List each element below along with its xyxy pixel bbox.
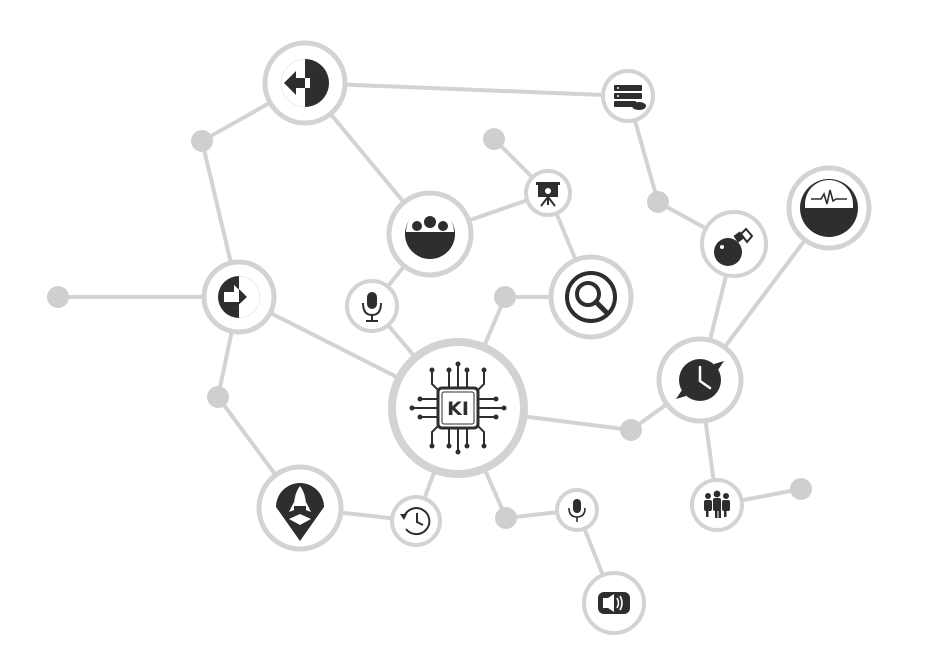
team-node [386,190,474,278]
rocket-icon [276,483,324,541]
search-icon [565,271,617,323]
gauge-node [786,165,872,251]
gauge-icon [800,179,858,237]
history-icon [400,507,431,536]
clock-node [656,336,744,424]
junction-dot [647,191,669,213]
junction-dots [47,128,812,529]
junction-dot [191,130,213,152]
junction-dot [47,286,69,308]
team-icon [405,208,455,259]
ki-hub-node: KI [388,338,528,478]
search-node [548,254,634,340]
junction-dot [620,419,642,441]
speaker-icon [598,592,630,614]
hub-label: KI [447,398,469,420]
small-microphone-icon [568,499,586,522]
junction-dot [483,128,505,150]
people-group-node [690,478,744,532]
bomb-node [700,210,768,278]
junction-dot [494,286,516,308]
arrow-left-node [262,40,348,126]
brain-chip-icon [409,361,507,455]
rocket-node [256,464,344,552]
history-node [390,495,442,547]
small-microphone-node [555,488,599,532]
speaker-node [582,571,646,635]
junction-dot [495,507,517,529]
bomb-icon [714,227,754,266]
presentation-icon [536,182,560,207]
server-cloud-node [601,69,655,123]
presentation-node [524,169,572,217]
arrow-right-node [201,259,277,335]
junction-dot [790,478,812,500]
people-group-icon [704,490,730,518]
junction-dot [207,386,229,408]
arrow-left-icon [281,59,329,107]
clock-icon [676,359,724,401]
microphone-icon [362,292,382,322]
arrow-right-icon [218,276,260,318]
server-cloud-icon [614,85,646,110]
microphone-node [345,279,399,333]
